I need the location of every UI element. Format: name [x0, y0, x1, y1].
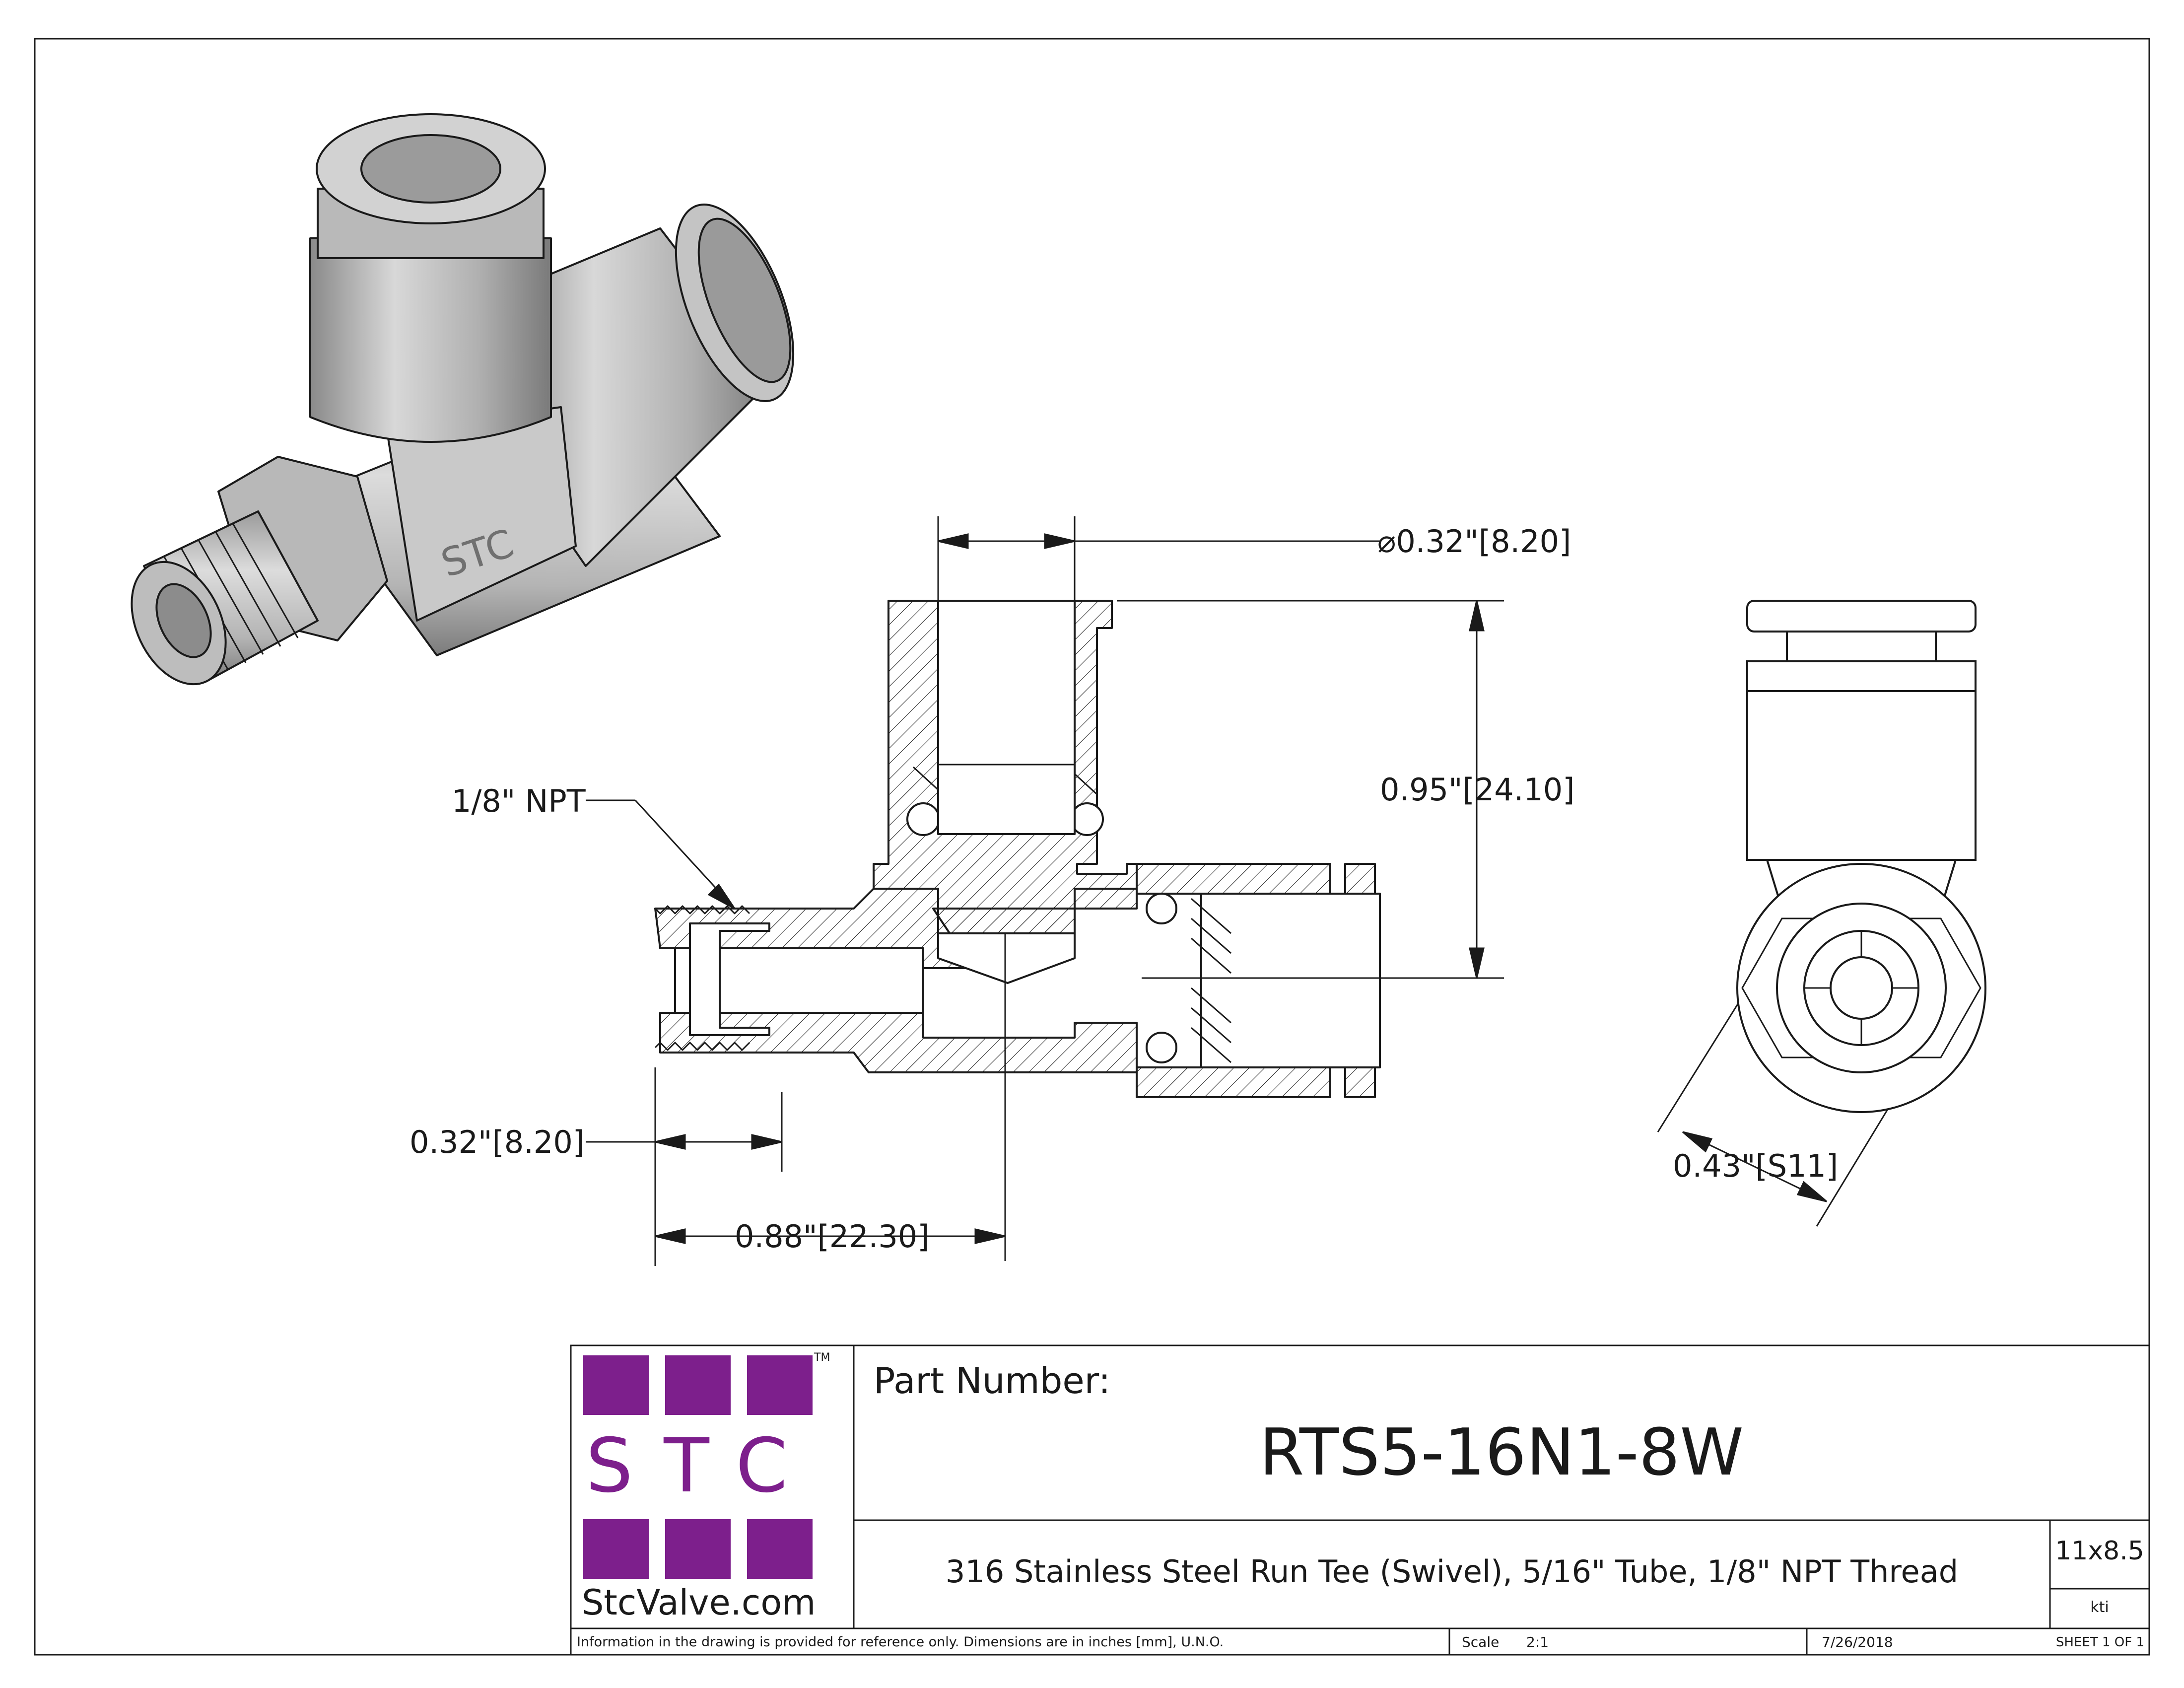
section-right-housing-top	[1136, 863, 1331, 895]
logo-square	[583, 1355, 649, 1415]
part-number: RTS5-16N1-8W	[1259, 1414, 1744, 1490]
isometric-view: STC	[131, 113, 795, 686]
section-right-tube	[1200, 893, 1381, 1068]
sheet-date: 7/26/2018	[1822, 1634, 1893, 1650]
section-oring-4	[1070, 802, 1104, 836]
end-view	[1736, 600, 1986, 1113]
end-view-cap	[1746, 600, 1977, 633]
iso-branch-bore	[360, 134, 501, 204]
section-gripper-right	[1191, 898, 1231, 1063]
sheet-number: SHEET 1 OF 1	[2055, 1635, 2144, 1650]
logo-square	[665, 1519, 731, 1579]
section-right-housing-bottom	[1136, 1066, 1331, 1098]
dim-thread-length: 0.32"[8.20]	[410, 1124, 585, 1160]
section-oring-2	[1146, 1032, 1177, 1063]
title-block-grid	[570, 1344, 2150, 1656]
section-thread-bottom	[654, 1042, 751, 1051]
part-description: 316 Stainless Steel Run Tee (Swivel), 5/…	[945, 1553, 1959, 1590]
dimension-lines	[586, 516, 1902, 1266]
scale-value: 2:1	[1526, 1634, 1549, 1650]
logo-square	[747, 1355, 813, 1415]
section-branch-bore	[937, 932, 1076, 984]
scale-label: Scale	[1462, 1634, 1500, 1650]
section-oring-3	[906, 802, 940, 836]
logo-square	[583, 1519, 649, 1579]
logo-website: StcValve.com	[582, 1582, 816, 1623]
end-view-neck	[1746, 660, 1977, 692]
iso-right-ring-inner	[697, 217, 792, 383]
logo-brand-text: STC	[586, 1423, 819, 1509]
dim-run-length: 0.88"[22.30]	[735, 1218, 929, 1255]
logo-square	[747, 1519, 813, 1579]
drawn-by: kti	[2090, 1599, 2109, 1616]
end-view-body	[1746, 690, 1977, 861]
section-thread-top	[654, 905, 751, 914]
iso-nipple-bore	[155, 583, 212, 658]
logo-square	[665, 1355, 731, 1415]
end-view-bore	[1830, 956, 1893, 1020]
section-nipple-collet	[689, 922, 770, 1036]
section-branch-tube	[937, 600, 1076, 835]
disclaimer: Information in the drawing is provided f…	[577, 1634, 1224, 1650]
part-number-label: Part Number:	[874, 1360, 1111, 1402]
end-view-collar	[1786, 631, 1937, 662]
dim-height: 0.95"[24.10]	[1380, 772, 1574, 808]
section-view	[654, 600, 1381, 1261]
dim-tube-od: ⌀0.32"[8.20]	[1377, 523, 1571, 560]
dim-thread: 1/8" NPT	[452, 783, 586, 819]
logo-trademark: TM	[814, 1351, 830, 1364]
section-oring-1	[1146, 893, 1177, 924]
dim-hex: 0.43"[S11]	[1673, 1148, 1838, 1184]
iso-branch-body	[309, 237, 552, 443]
paper-size: 11x8.5	[2055, 1536, 2144, 1566]
